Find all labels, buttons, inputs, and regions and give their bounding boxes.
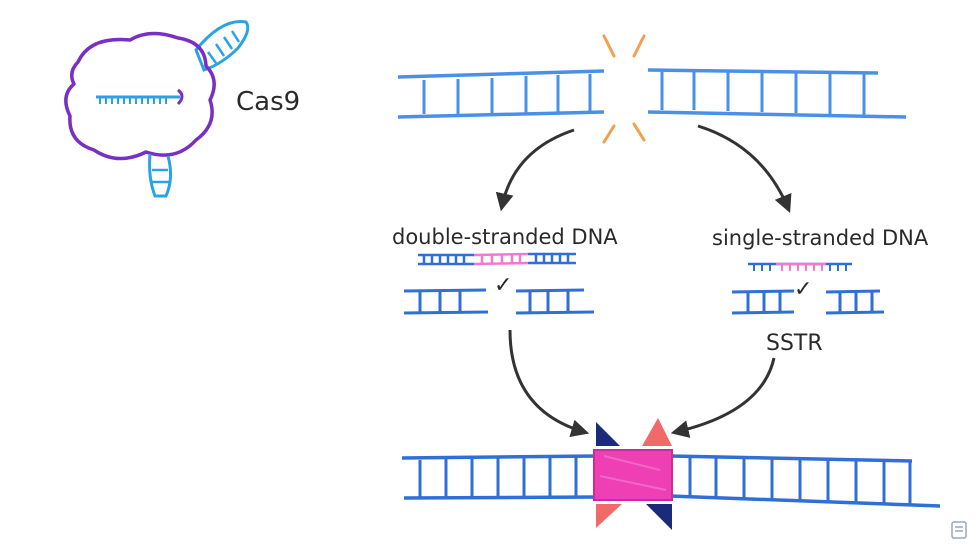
break-site-icon: [602, 34, 646, 144]
cas9-protein: [64, 20, 250, 198]
arrow-to-ssdna: [697, 124, 792, 213]
dsdna-check-icon: ✓: [494, 273, 512, 298]
top-dna-left-segment: [397, 69, 605, 119]
cas9-label: Cas9: [236, 87, 300, 117]
guide-rna-tail-icon: [148, 153, 173, 198]
junction-triangle-navy-top: [596, 422, 620, 446]
result-dna: [401, 449, 941, 508]
insert-region: [593, 449, 673, 501]
dsdna-template: [418, 252, 576, 266]
protein-cloud: [64, 31, 216, 161]
arrow-sstr-to-result: [670, 357, 776, 438]
sstr-label: SSTR: [766, 331, 823, 356]
junction-triangle-navy-bottom: [646, 504, 672, 530]
junction-triangle-salmon-bottom: [596, 504, 622, 528]
arrow-dsdna-to-result: [508, 329, 590, 438]
dsdna-label: double-stranded DNA: [392, 225, 618, 249]
channel-logo-icon: [951, 521, 967, 539]
guide-sequence-icon: [96, 88, 184, 106]
ssdna-template: [748, 262, 852, 271]
ssdna-label: single-stranded DNA: [712, 226, 929, 250]
guide-rna-top-icon: [194, 20, 250, 72]
ssdna-cut-ends: [731, 289, 885, 315]
dsdna-cut-ends: [403, 288, 595, 315]
junction-triangle-salmon-top: [642, 418, 672, 446]
ssdna-check-icon: ✓: [794, 277, 812, 302]
top-dna-right-segment: [647, 68, 907, 119]
arrow-to-dsdna: [495, 128, 575, 212]
